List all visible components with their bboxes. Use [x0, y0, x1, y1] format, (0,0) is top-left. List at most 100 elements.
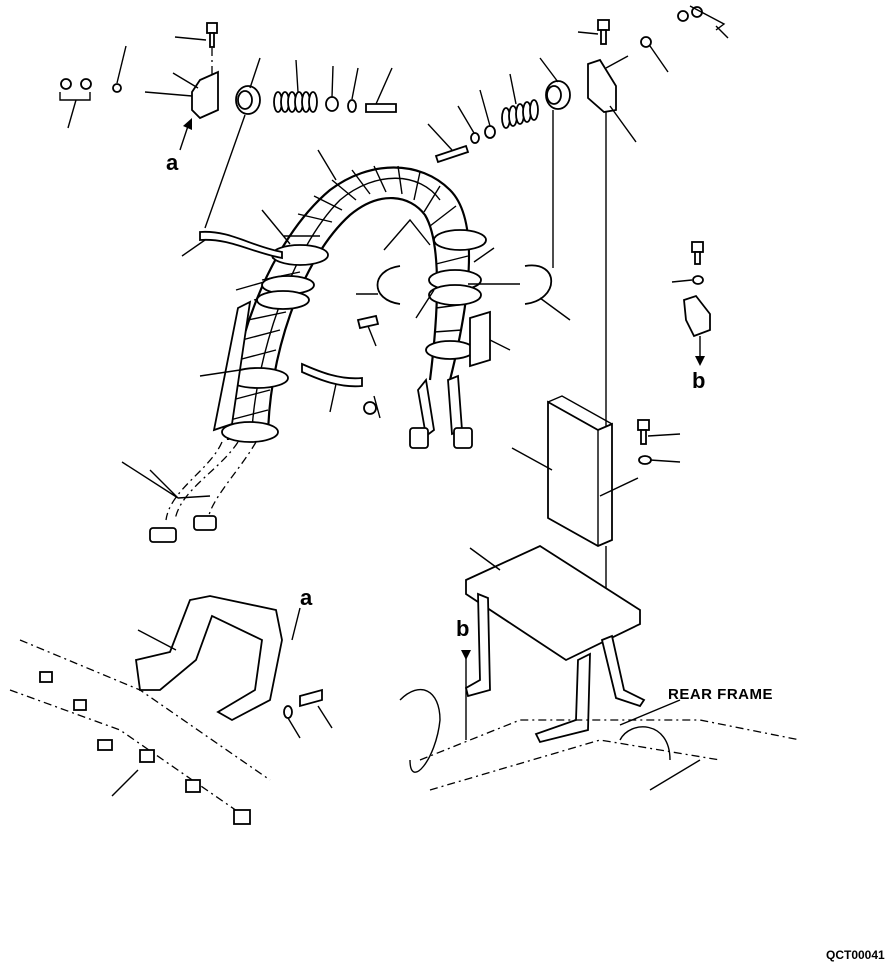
- hose-clamps-right: [425, 229, 487, 360]
- leader-line: [649, 759, 701, 791]
- bolt-shank: [694, 251, 701, 265]
- leader-line: [511, 447, 553, 471]
- leader-line: [199, 369, 241, 377]
- bolt-shank: [600, 29, 607, 45]
- leader-line: [539, 297, 571, 321]
- bracket-lead: [59, 92, 91, 101]
- frame-fittings: [39, 671, 251, 825]
- leader-line: [351, 67, 359, 100]
- leader-line: [181, 239, 206, 257]
- leader-line: [577, 31, 599, 35]
- reference-label-b-clip: b: [692, 368, 706, 393]
- leader-line: [331, 65, 334, 98]
- leader-line: [605, 55, 629, 69]
- bolt-head: [363, 401, 377, 415]
- clip-bracket: [683, 294, 711, 338]
- bolt: [434, 144, 470, 164]
- spring-washer: [470, 132, 480, 144]
- washer: [325, 96, 339, 112]
- stand-leg: [464, 592, 491, 698]
- stand-leg: [600, 634, 646, 708]
- leader-line: [469, 547, 501, 571]
- leader-line: [427, 123, 453, 151]
- top-right-hardware: [427, 5, 729, 430]
- bolt-head: [691, 241, 704, 253]
- leader-line: [67, 99, 77, 129]
- leader-line: [609, 105, 637, 143]
- drawing-code: QCT00041: [826, 948, 885, 962]
- reference-label-b-frame: b: [456, 616, 470, 641]
- nut: [640, 36, 652, 48]
- leader-line: [111, 769, 139, 797]
- leader-line: [619, 699, 681, 726]
- leader-line: [649, 459, 681, 463]
- leader-line: [599, 477, 639, 497]
- spring-washer: [347, 99, 357, 113]
- washer: [484, 125, 496, 139]
- leader-line: [375, 67, 393, 105]
- hose-fittings: [149, 374, 473, 543]
- leader-line: [479, 89, 491, 127]
- leader-line: [317, 149, 337, 181]
- hose-outer-left: [226, 166, 471, 441]
- strap-band: [199, 231, 283, 260]
- washer: [112, 83, 122, 93]
- bolt-head: [597, 19, 610, 31]
- lower-left-assembly: [9, 595, 333, 825]
- arrow-head: [461, 650, 471, 660]
- mount-stand-top: [465, 544, 641, 662]
- oil-cooler: [547, 400, 613, 548]
- rear-frame-outline: [419, 719, 801, 761]
- leader-line: [647, 433, 681, 437]
- leader-line: [121, 461, 211, 499]
- leader-line: [539, 57, 559, 83]
- hose-assembly: [121, 149, 571, 543]
- washer: [638, 455, 652, 465]
- rear-frame-boss: [619, 726, 671, 761]
- leader-line: [489, 339, 511, 351]
- hose-guard-plate: [469, 310, 491, 368]
- nut: [80, 78, 92, 90]
- nut: [60, 78, 72, 90]
- leader-line: [287, 717, 301, 739]
- rubber-cushion-face: [546, 85, 562, 105]
- leader-line: [116, 45, 127, 84]
- arrow-head: [183, 118, 192, 130]
- washer: [283, 705, 293, 719]
- mount-bracket: [587, 58, 617, 113]
- reference-label-a-bracket: a: [300, 585, 313, 610]
- support-bracket: [135, 595, 283, 722]
- leader-line: [172, 72, 199, 89]
- oil-cooler-top: [547, 395, 613, 425]
- frame-outline: [9, 689, 251, 821]
- top-left-hardware: [59, 22, 397, 229]
- cooler-assembly: [399, 395, 801, 791]
- hose-guard-plate: [212, 300, 252, 432]
- arrow-a: [179, 125, 189, 151]
- spring: [273, 91, 318, 113]
- leader-line: [261, 209, 291, 245]
- bolt-head: [206, 22, 218, 34]
- bolt: [356, 314, 380, 330]
- split-clamp-half: [524, 264, 552, 305]
- leader-line: [295, 59, 299, 93]
- leader-line: [137, 629, 177, 651]
- leader-line: [144, 91, 193, 97]
- rear-frame-outline: [429, 739, 721, 791]
- bracket-plate: [191, 70, 219, 120]
- leader-line: [291, 607, 301, 641]
- leader-line: [671, 279, 693, 283]
- bolt-shank: [209, 32, 215, 48]
- arrow-head: [695, 356, 705, 366]
- leader-line: [383, 218, 431, 251]
- bolt: [365, 103, 397, 113]
- leader-line: [367, 325, 377, 347]
- leader-line: [509, 73, 517, 105]
- hose-inner: [266, 197, 439, 441]
- leader-line: [174, 36, 207, 41]
- washer: [692, 275, 704, 285]
- leader-line: [415, 289, 435, 319]
- leader-line: [715, 25, 729, 39]
